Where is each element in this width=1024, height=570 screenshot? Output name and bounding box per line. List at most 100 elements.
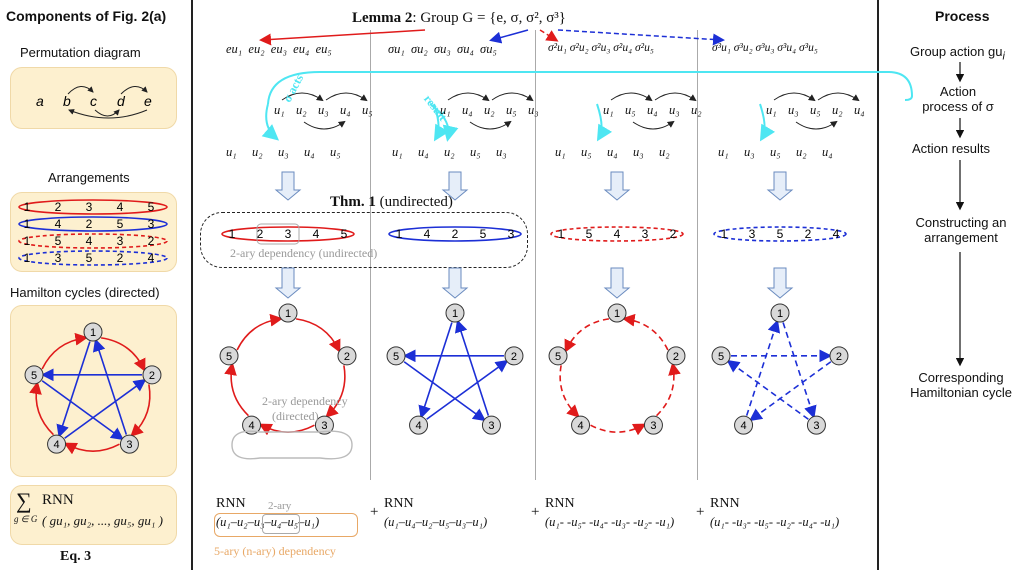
- process-u: u₃: [528, 103, 539, 117]
- arrangement-number: 3: [55, 251, 62, 265]
- thm-arrangement-number: 2: [670, 227, 677, 241]
- cycle-node: [504, 346, 524, 366]
- cyan-hook: [759, 103, 776, 142]
- action-arc: [325, 92, 368, 102]
- cycle-node: [770, 303, 790, 323]
- arrangement-number: 3: [148, 217, 155, 231]
- cycle-node: [119, 434, 139, 454]
- cycle-node-label: 2: [149, 370, 155, 382]
- rnn-term-seq: (u₁–u₄–u₂–u₅–u₃–u₁): [384, 515, 488, 529]
- result-u: u₂: [659, 145, 670, 159]
- result-u: u₂: [796, 145, 807, 159]
- cycle-node-label: 5: [393, 351, 399, 363]
- result-u: u₅: [470, 145, 481, 159]
- process-u: u₅: [506, 103, 517, 117]
- down-block-arrow: [603, 171, 631, 201]
- thm-arrangement-number: 3: [749, 227, 756, 241]
- down-block-arrow: [766, 267, 794, 299]
- thm-arrangement-number: 1: [396, 227, 403, 241]
- rnn-term-label: RNN: [545, 496, 575, 511]
- cycle-node-label: 4: [53, 439, 59, 451]
- cycle-node: [571, 415, 591, 435]
- plus-sign: +: [370, 504, 379, 520]
- top-row-sigma: σu₁ σu₂ σu₃ σu₄ σu₅: [388, 42, 497, 56]
- process-u: u₁: [440, 103, 451, 117]
- arrangement-number: 5: [117, 217, 124, 231]
- process-u: u₃: [318, 103, 329, 117]
- thm-arrangement-number: 4: [614, 227, 621, 241]
- process-header: Process: [935, 8, 990, 24]
- col-divider-2: [535, 30, 536, 480]
- cycle-edge: [63, 442, 120, 455]
- action-arc: [447, 92, 490, 102]
- process-step-4: Constructing an arrangement: [915, 215, 1007, 245]
- down-block-arrow: [274, 267, 302, 299]
- action-arc: [491, 92, 534, 102]
- cycle-edge: [258, 423, 315, 436]
- arrangement-oval: [18, 233, 168, 249]
- arrangement-number: 1: [24, 251, 31, 265]
- cycle-node: [142, 365, 162, 385]
- cycle-node: [386, 346, 406, 366]
- cycle-edge: [64, 378, 147, 439]
- thm-arrangement-number: 5: [777, 227, 784, 241]
- cycle-node-label: 1: [614, 308, 620, 320]
- result-u: u₅: [330, 145, 341, 159]
- cycle-edge: [403, 361, 486, 422]
- thm-arrangement-number: 5: [341, 227, 348, 241]
- process-u: u₁: [274, 103, 285, 117]
- rnn-term-seq: (u₁- -u₅- -u₄- -u₃- -u₂- -u₁): [545, 515, 675, 529]
- thm-arrangement-number: 4: [313, 227, 320, 241]
- rnn-term-seq: (u₁- -u₃- -u₅- -u₂- -u₄- -u₁): [710, 515, 840, 529]
- cycle-edge: [325, 365, 346, 418]
- down-block-arrow: [766, 171, 794, 201]
- thm-arrangement-number: 4: [833, 227, 840, 241]
- lemma-bold: Lemma 2: [352, 10, 413, 26]
- arrangement-number: 5: [148, 200, 155, 214]
- result-u: u₁: [555, 145, 566, 159]
- arrangement-number: 2: [148, 234, 155, 248]
- result-u: u₃: [496, 145, 507, 159]
- result-u: u₂: [444, 145, 455, 159]
- arrangement-number: 2: [55, 200, 62, 214]
- arrangement-number: 3: [117, 234, 124, 248]
- eq-sum-symbol: ∑: [16, 488, 32, 513]
- perm-letter-d: d: [117, 93, 126, 109]
- action-arc: [654, 92, 697, 102]
- cycle-edge: [590, 423, 647, 436]
- cycle-node-label: 3: [321, 420, 327, 432]
- action-arc: [281, 92, 324, 102]
- rnn-term-label: RNN: [216, 496, 246, 511]
- action-arc: [610, 92, 653, 102]
- result-u: u₄: [607, 145, 618, 159]
- cycle-edge: [655, 362, 681, 417]
- cycle-edge: [100, 337, 146, 372]
- cycle-edge: [56, 341, 91, 438]
- top-row-e: eu₁ eu₂ eu₃ eu₄ eu₅: [226, 42, 332, 56]
- cycle-node: [711, 346, 731, 366]
- thm-rest: (undirected): [375, 194, 453, 210]
- perm-diagram-label: Permutation diagram: [20, 45, 141, 60]
- cycle-edge: [29, 381, 55, 436]
- cycle-edge: [749, 361, 832, 422]
- cycle-edge: [418, 322, 453, 419]
- process-u: u₅: [810, 103, 821, 117]
- left-divider: [191, 0, 193, 570]
- cycle-edge: [621, 313, 669, 351]
- arrangements-label: Arrangements: [48, 170, 130, 185]
- cycle-edge: [564, 318, 610, 353]
- thm-arrangement-oval: [388, 226, 522, 242]
- process-u: u₁: [603, 103, 614, 117]
- cycle-node: [829, 346, 849, 366]
- dep2-directed-label-1: 2-ary dependency: [262, 394, 348, 408]
- cycle-edge: [726, 359, 809, 420]
- thm-dashed-box: [200, 212, 528, 268]
- cycle-node: [47, 434, 67, 454]
- action-arc: [773, 92, 816, 102]
- thm-bold: Thm. 1: [330, 194, 376, 210]
- cycle-node: [219, 346, 239, 366]
- cycle-node: [337, 346, 357, 366]
